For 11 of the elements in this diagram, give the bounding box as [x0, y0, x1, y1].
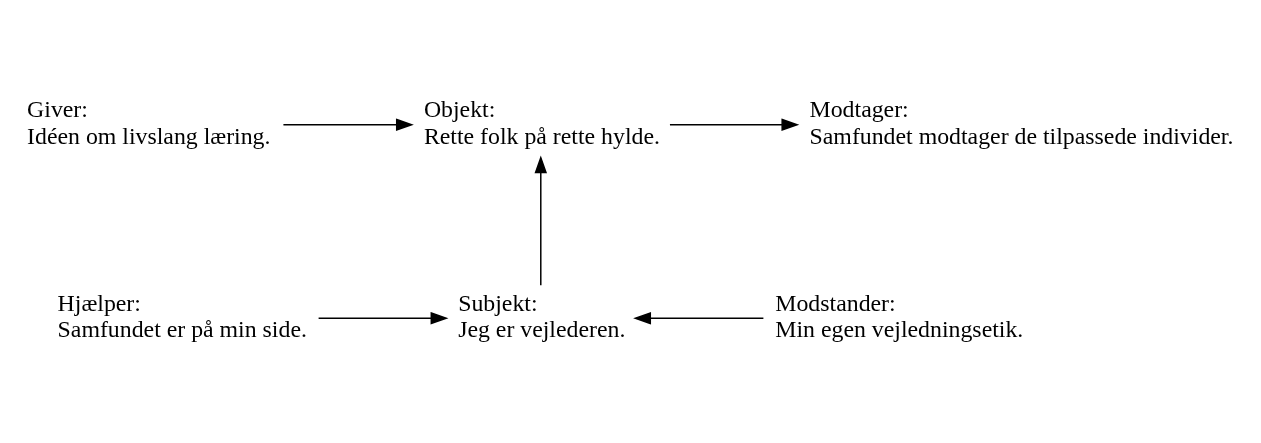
node-text: Modtager: Samfundet modtager de tilpassede individer.: [809, 95, 1234, 149]
node-text: Subjekt: Jeg er vejlederen.: [458, 289, 626, 343]
node-text: Hjælper: Samfundet er på min side.: [57, 289, 307, 343]
node-text: Objekt: Rette folk på rette hylde.: [423, 95, 660, 149]
node-text: Giver: Idéen om livslang læring.: [27, 95, 271, 149]
arrow: [633, 312, 765, 325]
arrow: [282, 118, 414, 131]
arrow: [317, 312, 449, 325]
node-text: Modstander: Min egen vejledningsetik.: [775, 289, 1024, 343]
arrow: [669, 118, 800, 131]
arrow: [534, 155, 548, 287]
